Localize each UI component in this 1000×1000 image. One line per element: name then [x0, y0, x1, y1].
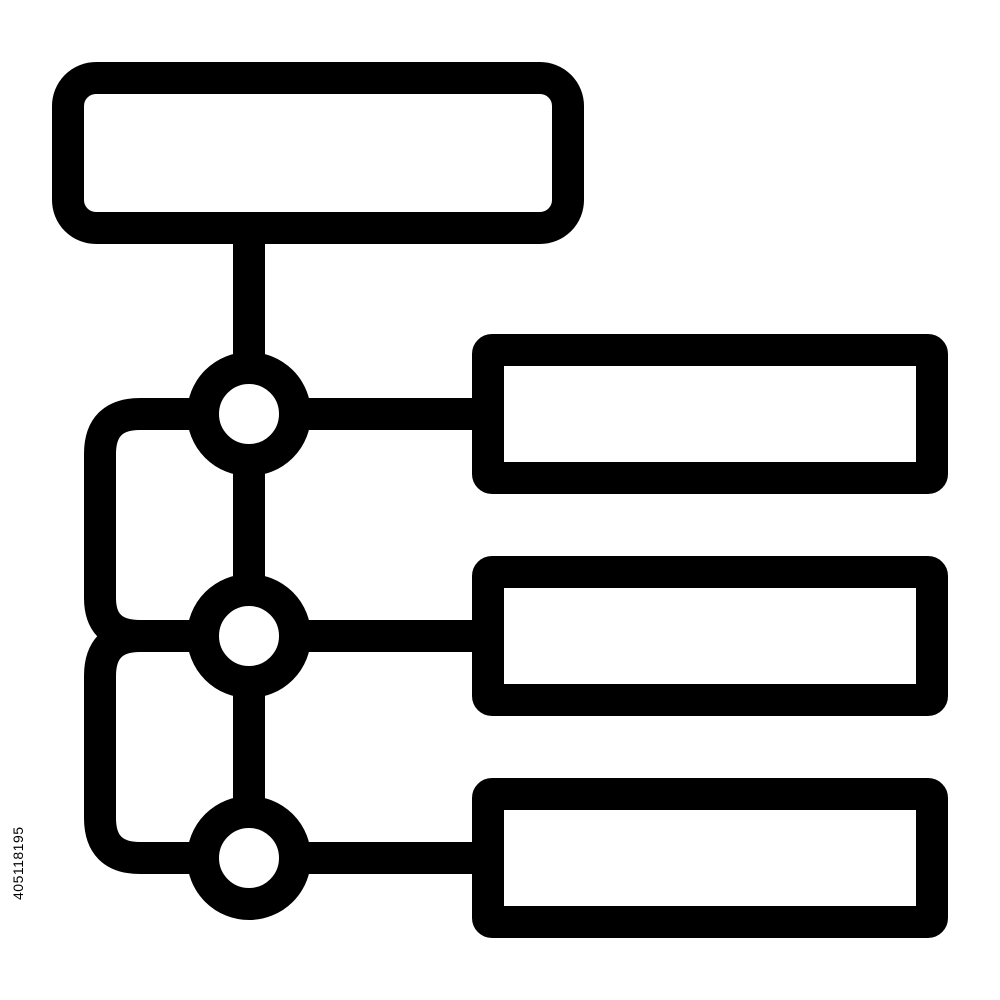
child-box-1	[472, 334, 948, 494]
child-box-2	[472, 556, 948, 716]
parent-box	[52, 62, 584, 244]
child-box-3	[472, 778, 948, 938]
junction-node-1	[187, 352, 311, 476]
stock-id-label: 405118195	[10, 826, 26, 900]
junction-node-2	[187, 574, 311, 698]
bracket-connector-upper	[84, 398, 216, 652]
bracket-connector-lower	[84, 620, 216, 874]
junction-node-3	[187, 796, 311, 920]
